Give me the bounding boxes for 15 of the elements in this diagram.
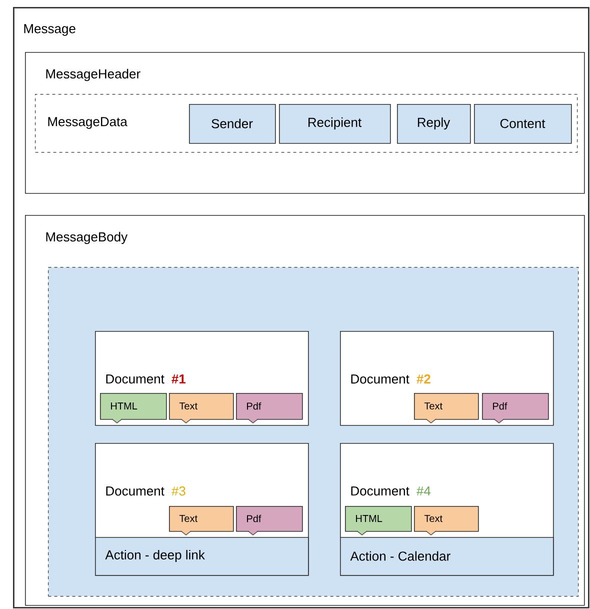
action-band: Action - Calendar — [340, 537, 554, 576]
format-tag: Pdf — [236, 506, 303, 536]
field-box: Reply — [397, 104, 471, 144]
format-tag: Text — [414, 506, 479, 536]
format-tag: Pdf — [236, 393, 303, 424]
format-tag: Text — [169, 393, 234, 424]
action-band: Action - deep link — [95, 537, 309, 576]
format-tag: Text — [414, 393, 479, 424]
format-tag: Text — [169, 506, 234, 536]
field-box: Sender — [189, 104, 276, 144]
format-tag: HTML — [345, 506, 412, 536]
format-tag: Pdf — [482, 393, 549, 424]
format-tag: HTML — [100, 393, 167, 424]
field-box: Content — [474, 104, 572, 144]
field-box: Recipient — [279, 104, 391, 144]
